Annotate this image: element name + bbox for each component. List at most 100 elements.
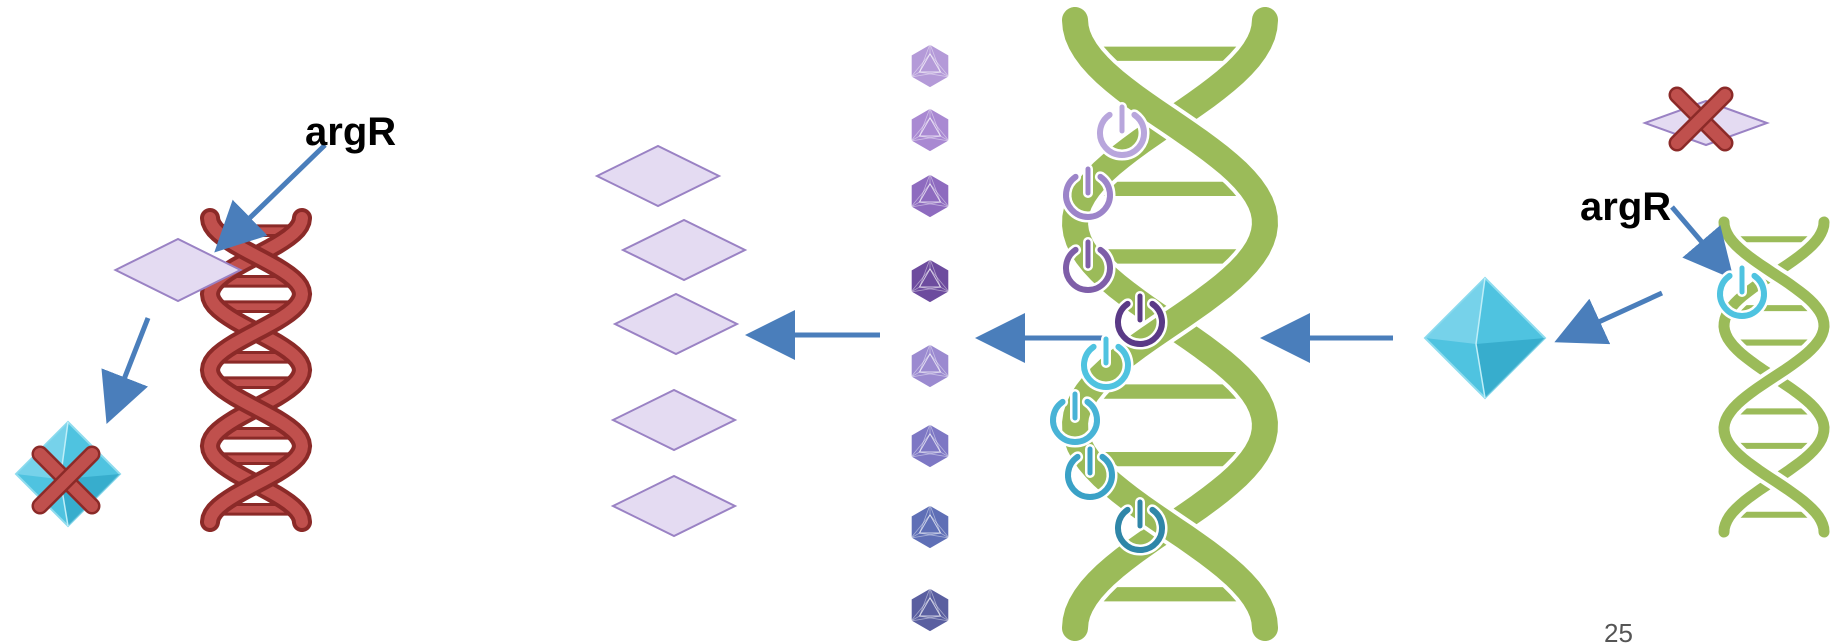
icosahedron-edge [919,504,931,534]
icosahedron-edge [919,587,931,617]
power-switch-column [1047,102,1168,556]
icosahedron-icon [910,43,950,89]
dna-strand [1718,216,1830,538]
icosahedron-edge [910,71,920,78]
dna-helix-icon-active [1058,3,1282,644]
icosahedron-edge [910,433,931,458]
purple-diamond-icon [610,474,738,538]
icosahedron-edge [919,423,931,453]
power-switch-icon [1714,263,1770,322]
icosahedron-edge [929,514,950,539]
icosahedron-edge [919,43,931,73]
icosahedron-column [910,43,950,633]
icosahedron-edge [940,371,950,378]
blue-arrow-icon [101,317,151,424]
icosahedron-facet [918,116,942,137]
blue-arrow-icon [214,143,327,253]
icosahedron-edge [919,201,950,208]
icosahedron-edge [929,53,950,78]
icosahedron-edge [910,615,920,622]
purple-diamond-icon [594,144,722,208]
power-switch-ring [1063,246,1113,293]
icosahedron-edge [940,286,950,293]
icosahedron-edge [910,371,920,378]
icosahedron-edge [910,201,920,208]
power-switch-ring [1065,453,1115,500]
power-switch-ring [1717,272,1767,319]
octahedron-face [1476,338,1545,398]
icosahedron-edge [910,532,941,539]
blue-arrow-icon [1554,290,1664,345]
icosahedron-edge [910,451,941,458]
icosahedron-edge [919,615,950,622]
octahedron-face [1425,278,1485,344]
icosahedron-facet [918,352,942,373]
icosahedron-edge [919,107,931,137]
red-x-icon [31,445,101,515]
icosahedron-edge [910,353,931,378]
icosahedron-edge [940,615,950,622]
icosahedron-icon [910,587,950,633]
power-switch-ring [1097,111,1147,158]
icosahedron-edge [910,135,920,142]
icosahedron-edge [910,615,941,622]
gene-label-argR-right: argR [1580,185,1671,229]
icosahedron-edge [940,135,950,142]
icosahedron-facet [918,513,942,534]
icosahedron-edge [910,451,920,458]
icosahedron-edge [910,286,941,293]
dna-helix-icon-small-active [1714,212,1834,542]
red-x-stroke [1671,89,1731,149]
icosahedron-facet [918,267,942,288]
icosahedron-edge [919,451,950,458]
icosahedron-edge [929,258,941,288]
gene-label-argR-left: argR [305,110,396,154]
power-switch-ring [1050,398,1100,445]
icosahedron-edge [929,353,950,378]
icosahedron-edge [910,286,920,293]
icosahedron-edge [919,286,950,293]
icosahedron-edge [919,173,931,203]
icosahedron-edge [919,135,950,142]
icosahedron-edge [919,71,950,78]
icosahedron-edge [929,107,941,137]
icosahedron-edge [910,371,941,378]
icosahedron-icon [910,173,950,219]
icosahedron-edge [929,504,941,534]
icosahedron-edge [929,183,950,208]
power-switch-ring [1115,506,1165,553]
power-switch-ring [1063,173,1113,220]
octahedron-edge [1475,277,1486,345]
icosahedron-facet [918,432,942,453]
dna-strand [203,212,309,528]
icosahedron-icon [910,343,950,389]
icosahedron-edge [929,268,950,293]
icosahedron-edge [929,433,950,458]
icosahedron-edge [919,258,931,288]
purple-diamond-icon [113,237,243,303]
icosahedron-edge [919,371,950,378]
icosahedron-edge [919,343,931,373]
icosahedron-edge [940,451,950,458]
icosahedron-edge [940,201,950,208]
purple-diamond-icon [610,388,738,452]
icosahedron-edge [929,587,941,617]
icosahedron-icon [910,258,950,304]
icosahedron-edge [929,343,941,373]
icosahedron-edge [929,117,950,142]
icosahedron-edge [910,268,931,293]
icosahedron-icon [910,107,950,153]
icosahedron-edge [929,423,941,453]
icosahedron-edge [910,71,941,78]
icosahedron-edge [929,43,941,73]
purple-diamond-icon [620,218,748,282]
power-switch-ring [1081,343,1131,390]
icosahedron-edge [910,117,931,142]
icosahedron-edge [910,597,931,622]
power-switch-ring [1115,300,1165,347]
icosahedron-edge [940,532,950,539]
icosahedron-edge [910,135,941,142]
icosahedron-facet [918,182,942,203]
icosahedron-edge [910,183,931,208]
icosahedron-facet [918,596,942,617]
